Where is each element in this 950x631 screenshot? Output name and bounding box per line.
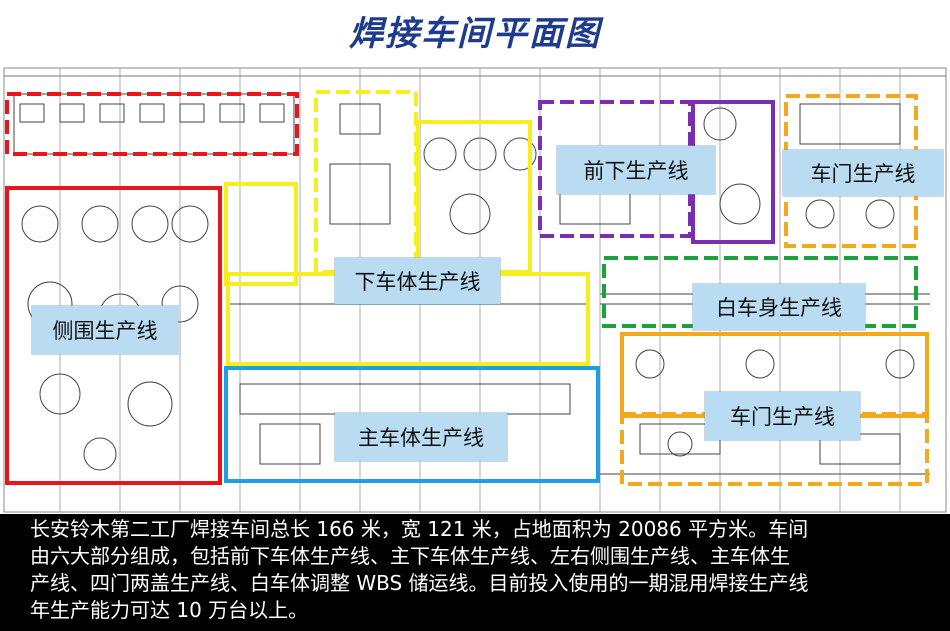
door-bottom-line-label: 车门生产线	[705, 392, 860, 440]
side-line-label: 侧围生产线	[32, 306, 178, 354]
caption-line: 年生产能力可达 10 万台以上。	[30, 598, 309, 622]
description-caption: 长安铃木第二工厂焊接车间总长 166 米，宽 121 米，占地面积为 20086…	[0, 514, 950, 631]
front-under-line-label: 前下生产线	[557, 146, 715, 194]
under-top-dashed-outline	[314, 90, 418, 274]
door-top-line-label: 车门生产线	[783, 150, 943, 196]
under-line-label: 下车体生产线	[335, 258, 500, 304]
caption-line: 由六大部分组成，包括前下车体生产线、主下车体生产线、左右侧围生产线、主车体生	[30, 544, 790, 568]
biw-line-label: 白车身生产线	[693, 284, 865, 330]
main-line-label: 主车体生产线	[335, 413, 507, 461]
front-under-zone-outline	[538, 100, 692, 238]
under-zone-main-outline	[416, 120, 532, 274]
caption-line: 长安铃木第二工厂焊接车间总长 166 米，宽 121 米，占地面积为 20086…	[30, 517, 809, 541]
under-zone-outline	[224, 182, 298, 286]
side-top-dashed-outline	[5, 92, 299, 156]
side-zone-outline	[5, 186, 222, 485]
biw-zone-outline	[602, 256, 918, 328]
caption-line: 产线、四门两盖生产线、白车体调整 WBS 储运线。目前投入使用的一期混用焊接生产…	[30, 571, 809, 595]
main-zone-outline	[224, 366, 600, 483]
page-title: 焊接车间平面图	[349, 14, 601, 54]
